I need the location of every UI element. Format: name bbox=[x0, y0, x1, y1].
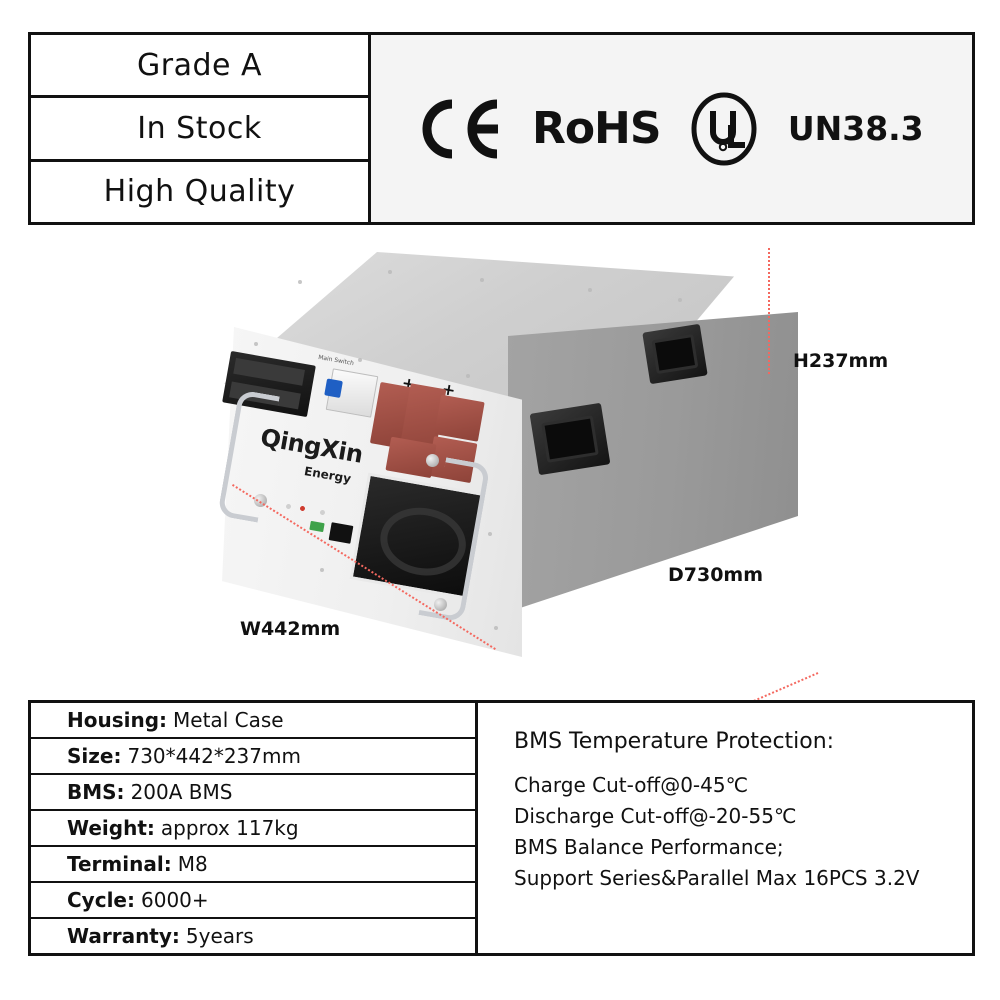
table-row: Terminal: M8 bbox=[31, 847, 475, 883]
dimension-label-depth: D730mm bbox=[668, 564, 764, 586]
un383-mark-icon: UN38.3 bbox=[788, 109, 924, 148]
table-row: Weight: approx 117kg bbox=[31, 811, 475, 847]
top-banner: Grade A In Stock High Quality RoHS bbox=[28, 32, 975, 225]
rohs-label: RoHS bbox=[531, 103, 662, 154]
table-row: BMS: 200A BMS bbox=[31, 775, 475, 811]
certification-column: RoHS UN38.3 bbox=[371, 35, 972, 222]
spec-key: Terminal: bbox=[67, 852, 172, 876]
spec-key: Housing: bbox=[67, 708, 168, 732]
breaker-lever bbox=[324, 378, 343, 398]
table-row: Cycle: 6000+ bbox=[31, 883, 475, 919]
bms-line-series-parallel: Support Series&Parallel Max 16PCS 3.2V bbox=[514, 866, 920, 890]
spec-key: Cycle: bbox=[67, 888, 135, 912]
bms-panel-title: BMS Temperature Protection: bbox=[514, 729, 835, 754]
side-handle-front bbox=[529, 402, 611, 476]
bms-line-balance: BMS Balance Performance; bbox=[514, 835, 784, 859]
table-row: Size: 730*442*237mm bbox=[31, 739, 475, 775]
bms-line-discharge-cutoff: Discharge Cut-off@-20-55℃ bbox=[514, 804, 797, 828]
bms-line-charge-cutoff: Charge Cut-off@0-45℃ bbox=[514, 773, 749, 797]
badge-in-stock: In Stock bbox=[31, 98, 368, 162]
badge-label: In Stock bbox=[137, 110, 262, 146]
spec-value: 5years bbox=[185, 924, 254, 948]
spec-key: Size: bbox=[67, 744, 122, 768]
dimension-line-height bbox=[768, 248, 770, 374]
ul-mark-icon bbox=[689, 92, 759, 166]
ce-mark-icon bbox=[419, 98, 503, 160]
spec-value: 730*442*237mm bbox=[127, 744, 301, 768]
badge-high-quality: High Quality bbox=[31, 162, 368, 222]
spec-value: approx 117kg bbox=[160, 816, 299, 840]
spec-value: 6000+ bbox=[141, 888, 209, 912]
specifications-table: Housing: Metal Case Size: 730*442*237mm … bbox=[28, 700, 478, 956]
bms-protection-panel: BMS Temperature Protection: Charge Cut-o… bbox=[475, 700, 975, 956]
spec-value: M8 bbox=[177, 852, 208, 876]
spec-key: Warranty: bbox=[67, 924, 180, 948]
spec-value: Metal Case bbox=[173, 708, 284, 732]
product-photo: Main Switch + + QingXin Energy bbox=[28, 232, 975, 806]
quality-badge-column: Grade A In Stock High Quality bbox=[31, 35, 371, 222]
dimension-label-height: H237mm bbox=[793, 350, 889, 372]
un383-label: UN38.3 bbox=[787, 109, 924, 148]
badge-label: High Quality bbox=[103, 174, 296, 210]
table-row: Housing: Metal Case bbox=[31, 703, 475, 739]
side-handle-rear bbox=[642, 323, 708, 385]
rohs-mark-icon: RoHS bbox=[531, 103, 662, 154]
badge-label: Grade A bbox=[136, 47, 263, 83]
battery-cabinet-illustration: Main Switch + + QingXin Energy bbox=[28, 232, 975, 806]
bottom-info-section: Housing: Metal Case Size: 730*442*237mm … bbox=[28, 700, 975, 956]
dimension-label-width: W442mm bbox=[240, 618, 341, 640]
spec-key: Weight: bbox=[67, 816, 155, 840]
spec-key: BMS: bbox=[67, 780, 125, 804]
badge-grade-a: Grade A bbox=[31, 35, 368, 99]
main-switch-breaker bbox=[324, 368, 379, 418]
table-row: Warranty: 5years bbox=[31, 919, 475, 953]
spec-value: 200A BMS bbox=[130, 780, 233, 804]
